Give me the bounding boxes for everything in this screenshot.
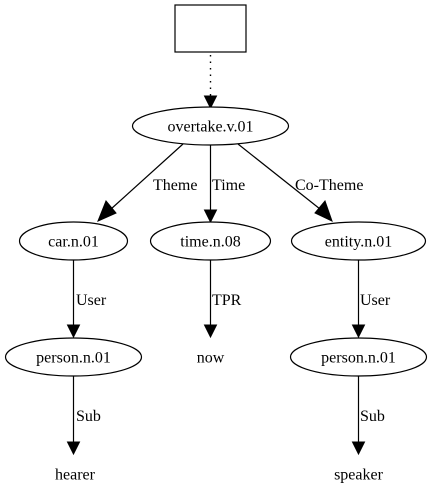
arrowhead-root-overtake	[203, 95, 218, 110]
arrowhead-overtake-time	[203, 209, 218, 224]
edge-overtake-entity	[237, 143, 321, 210]
edge-overtake-car	[110, 143, 184, 210]
edge-car-person-label: User	[76, 292, 107, 309]
node-hearer-label: hearer	[55, 467, 96, 484]
edge-overtake-entity-label: Co-Theme	[295, 177, 363, 194]
arrowhead-time-now	[203, 324, 218, 339]
edge-overtake-time-label: Time	[212, 177, 245, 194]
edge-entity-person-label: User	[360, 292, 391, 309]
edge-person-hearer-label: Sub	[76, 408, 101, 425]
arrowhead-person-hearer	[66, 441, 81, 456]
node-overtake-label: overtake.v.01	[167, 119, 253, 136]
node-time-label: time.n.08	[180, 234, 240, 251]
arrowhead-person-speaker	[351, 441, 366, 456]
edge-overtake-car-label: Theme	[153, 177, 197, 194]
arrowhead-overtake-car	[97, 200, 117, 222]
arrowhead-car-person	[66, 324, 81, 339]
node-speaker-label: speaker	[334, 467, 384, 484]
arrowhead-overtake-entity	[314, 200, 333, 222]
node-car-label: car.n.01	[48, 234, 99, 251]
edge-person-speaker-label: Sub	[360, 408, 385, 425]
node-entity-label: entity.n.01	[325, 234, 392, 251]
node-person-right-label: person.n.01	[321, 350, 396, 367]
root-box	[174, 4, 247, 53]
edge-time-now-label: TPR	[212, 292, 242, 309]
arrowhead-entity-person	[351, 324, 366, 339]
node-person-left-label: person.n.01	[36, 350, 111, 367]
node-now-label: now	[197, 350, 225, 367]
